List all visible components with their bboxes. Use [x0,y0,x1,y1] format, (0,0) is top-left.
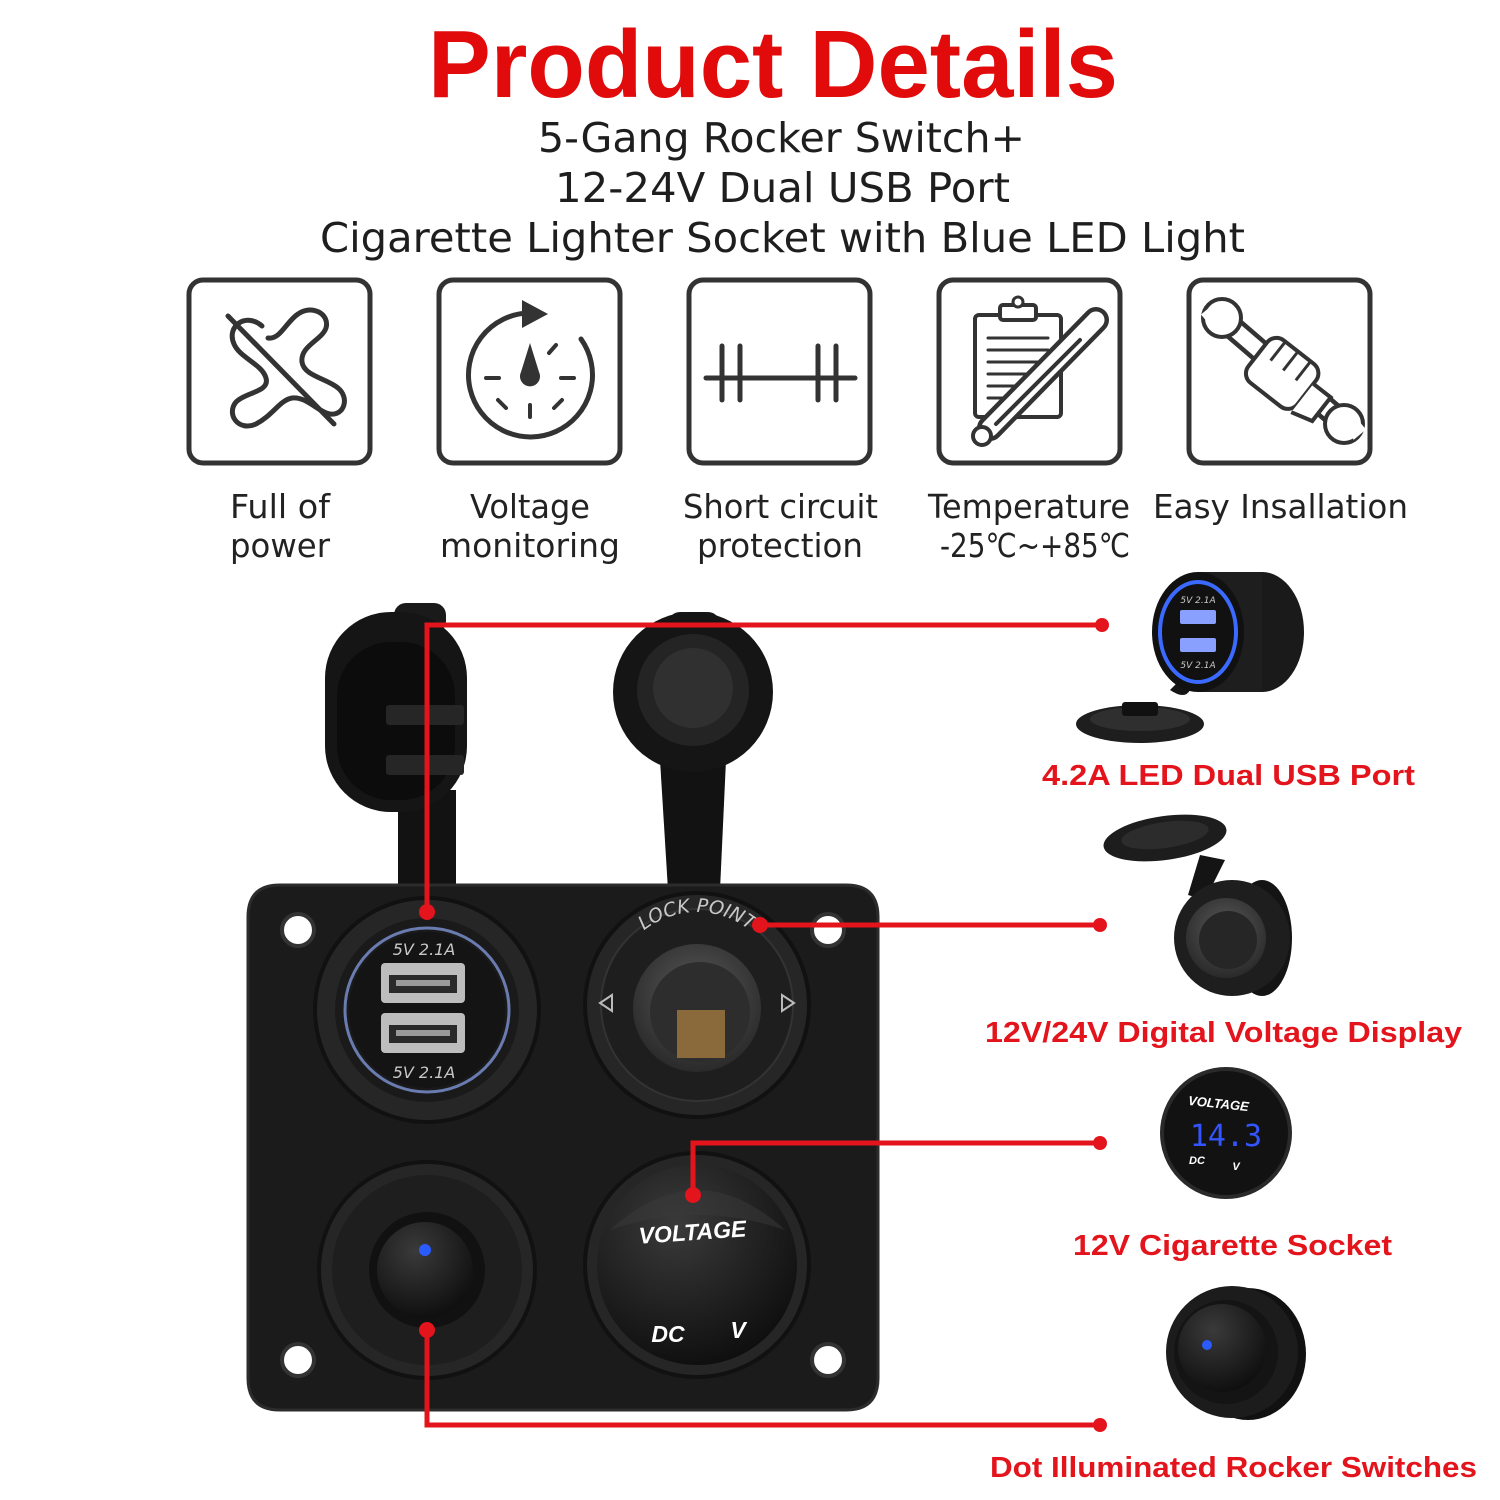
feature-full-of-power [186,277,373,466]
callout-line-rocker [424,1330,1100,1428]
screw-holes [280,912,846,1378]
led-dot [419,1244,431,1256]
page-title: Product Details [428,11,1118,118]
voltmeter-v-label: V [730,1317,747,1343]
feature-label: power [230,526,330,565]
thumb-voltmeter: VOLTAGE 14.3 DC V [1160,1067,1292,1199]
callout-line-usb [424,622,1102,912]
feature-label: protection [697,526,863,565]
thumb-rocker-switch [1166,1286,1306,1420]
socket-dust-cap [613,612,773,890]
usb-dust-cap [325,603,467,905]
feature-easy-installation [1186,277,1373,466]
circuit-icon [703,343,858,403]
feature-label: Short circuit [683,487,878,526]
callout-label: 12V/24V Digital Voltage Display [985,1017,1462,1049]
switch-panel: 5V 2.1A 5V 2.1A LOCK POINT [246,603,880,1412]
feature-short-circuit-protection [686,277,873,466]
callout-label: Dot Illuminated Rocker Switches [990,1452,1477,1484]
thumb-usb-port: 5V 2.1A 5V 2.1A [1076,572,1304,743]
thumb-voltmeter-reading: 14.3 [1190,1119,1262,1154]
voltmeter-dc-label: DC [651,1321,685,1347]
feature-label: Full of [230,487,331,526]
subtitle-line-3: Cigarette Lighter Socket with Blue LED L… [320,214,1245,262]
cigarette-socket: LOCK POINT [583,891,811,1119]
feature-label: Voltage [470,487,590,526]
callout-lines [419,618,1109,1432]
usb-slot [381,963,465,1003]
feature-voltage-monitoring [436,277,623,466]
clipboard-thermometer-icon [971,295,1109,447]
feature-label: Easy Insallation [1153,487,1408,526]
thumb-voltmeter-v: V [1232,1161,1241,1173]
thumb-usb-rating: 5V 2.1A [1180,596,1215,606]
feature-icon-box [686,277,873,466]
feature-temperature [936,277,1123,466]
voltmeter: VOLTAGE DC V [583,1151,811,1379]
socket-contact [677,1010,725,1058]
feature-label: monitoring [440,526,620,565]
thumb-voltmeter-dc: DC [1189,1155,1206,1167]
thumb-led-dot [1202,1340,1212,1350]
feature-label: -25℃~+85℃ [940,526,1130,565]
subtitle-line-2: 12-24V Dual USB Port [555,164,1010,212]
callout-label: 4.2A LED Dual USB Port [1042,760,1415,792]
subtitle-line-1: 5-Gang Rocker Switch+ [538,114,1025,162]
no-tangle-cable-icon [225,307,347,429]
timer-icon [466,300,595,440]
thumb-voltmeter-title: VOLTAGE [1187,1093,1249,1114]
usb-rating-label: 5V 2.1A [393,940,456,959]
feature-labels: Full of power Voltage monitoring Short c… [230,487,1408,565]
callout-line-voltmeter [690,1140,1100,1195]
dual-usb-port: 5V 2.1A 5V 2.1A [313,896,541,1124]
thumb-cigarette-socket [1103,814,1292,996]
feature-label: Temperature [927,487,1130,526]
callout-label: 12V Cigarette Socket [1073,1230,1392,1262]
wrench-hand-icon [1201,297,1366,445]
thumb-usb-rating: 5V 2.1A [1180,661,1215,671]
usb-slot [381,1013,465,1053]
usb-rating-label: 5V 2.1A [393,1063,456,1082]
rocker-switch [317,1160,537,1380]
